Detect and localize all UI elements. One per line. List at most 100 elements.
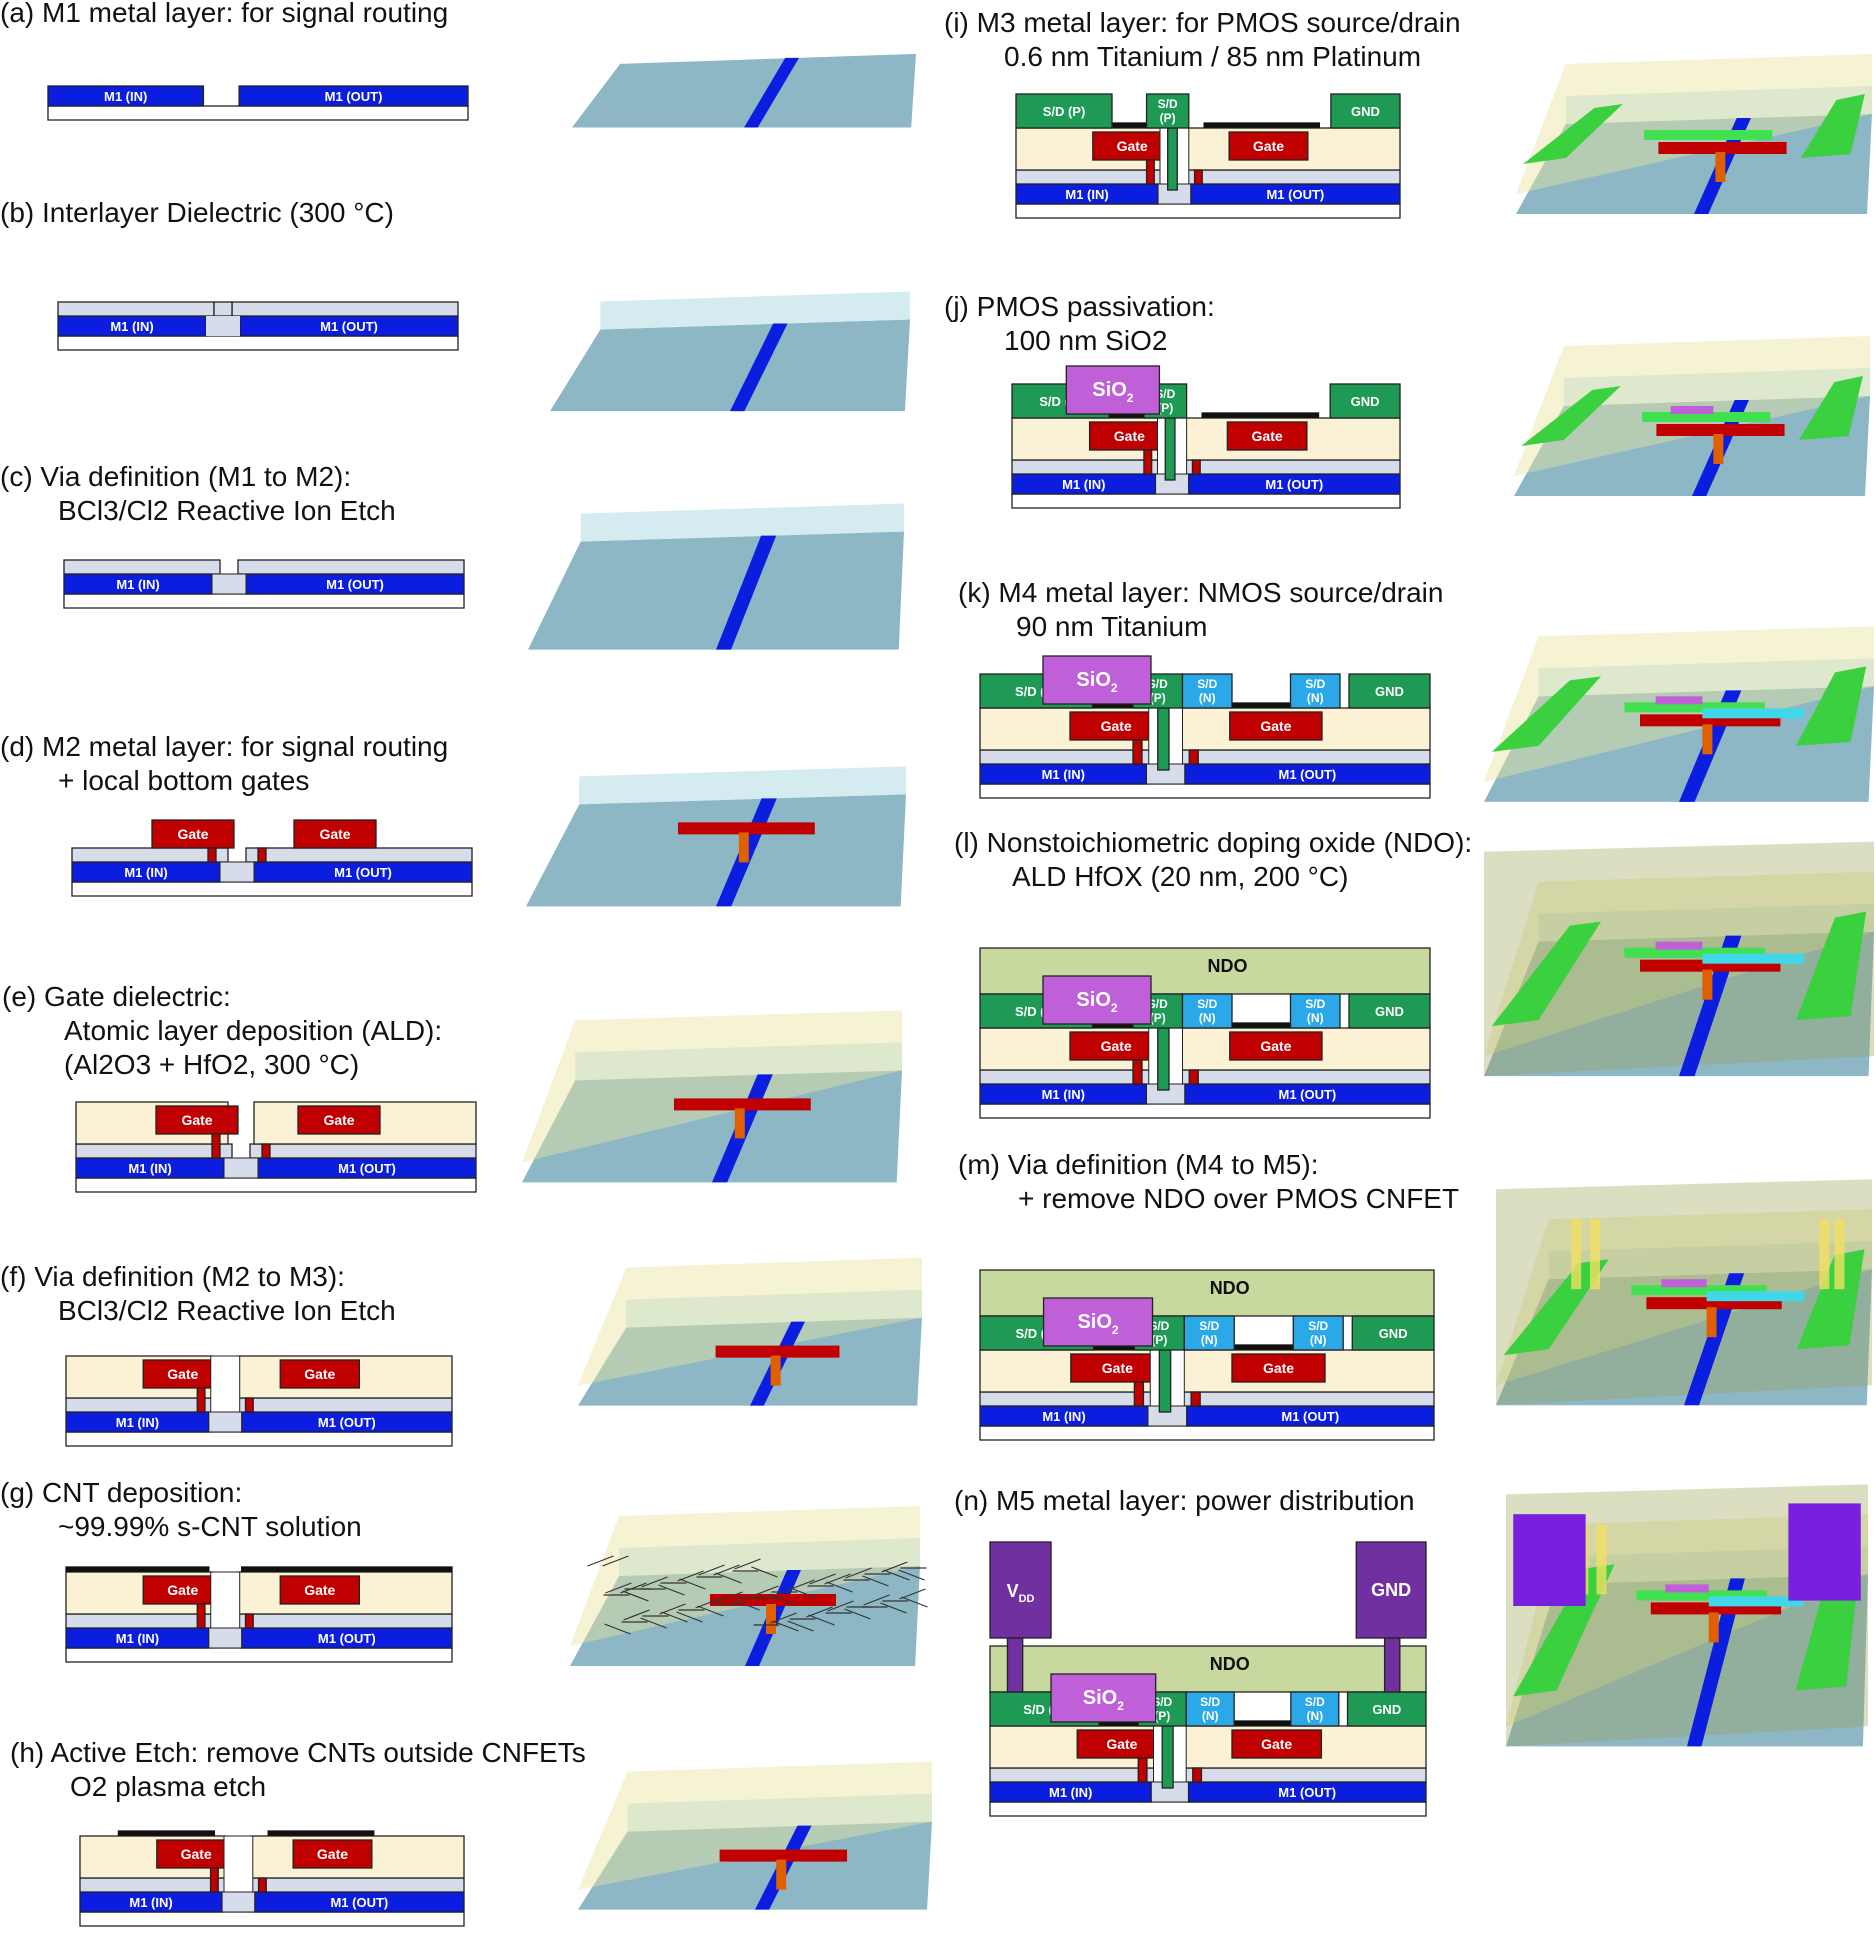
gate-right-label: Gate	[1261, 1736, 1292, 1752]
sd-rail-right	[1798, 376, 1863, 440]
gate-via	[738, 832, 749, 863]
gate-left	[1076, 1729, 1168, 1759]
via-m2-m3-metal	[1161, 1725, 1174, 1789]
ild-right	[1175, 1069, 1431, 1085]
m1-out-line	[238, 85, 469, 107]
sd-p-bar	[1642, 412, 1771, 422]
cnt-tube	[844, 1608, 871, 1620]
gate-left	[1070, 1353, 1165, 1383]
m1-in-label: M1 (IN)	[104, 89, 147, 104]
via-m1-m2-right	[1188, 749, 1199, 765]
vdd-block	[1513, 1514, 1586, 1606]
sd-p-right-label1: S/D	[1152, 1695, 1172, 1709]
cnt-tube	[695, 1597, 722, 1609]
via-m2-m3-opening	[223, 1835, 254, 1893]
cnt-tube	[806, 1606, 833, 1618]
via-m2-m3-metal	[1157, 1027, 1170, 1091]
sd-rail-left	[1523, 104, 1623, 164]
gnd-contact-label: GND	[1375, 1004, 1404, 1019]
cnt-tube	[787, 1620, 814, 1632]
perspective-n	[1506, 1484, 1868, 1747]
cnt-tube	[623, 1609, 650, 1621]
sd-p-bar	[1631, 1285, 1767, 1296]
m1-in-line	[47, 85, 205, 107]
caption-line2: ~99.99% s-CNT solution	[58, 1511, 362, 1542]
caption-step-c: (c) Via definition (M1 to M2):BCl3/Cl2 R…	[0, 460, 396, 528]
via-m1-m2-right	[257, 847, 267, 863]
caption-step-b: (b) Interlayer Dielectric (300 °C)	[0, 196, 394, 230]
sd-n-right-label1: S/D	[1305, 677, 1325, 691]
ild-right	[233, 1613, 453, 1629]
sio2-label: SiO2	[1076, 669, 1117, 695]
sd-p-left-label: S/D (P)	[1043, 104, 1086, 119]
substrate-layer	[1015, 203, 1401, 219]
via-opening	[221, 1891, 256, 1913]
sd-n-bar	[1706, 1291, 1805, 1302]
substrate-slab	[550, 319, 910, 412]
sd-n-left	[1185, 1691, 1235, 1727]
sd-p-right-label2: (P)	[1154, 1709, 1170, 1723]
m1-out-label: M1 (OUT)	[318, 1631, 376, 1646]
caption-line2: 0.6 nm Titanium / 85 nm Platinum	[1004, 41, 1422, 72]
gate-left	[1069, 1031, 1163, 1061]
gate-left	[1069, 711, 1163, 741]
gate-right	[293, 819, 377, 849]
caption-line2: BCl3/Cl2 Reactive Ion Etch	[58, 1295, 396, 1326]
via-m1-m2-right	[1191, 459, 1201, 475]
gate-left-label: Gate	[1101, 1038, 1132, 1054]
m1-in-label: M1 (IN)	[116, 577, 159, 592]
dielectric-slab	[575, 1042, 902, 1081]
caption-line2: Atomic layer deposition (ALD):	[64, 1015, 443, 1046]
m1-in-label: M1 (IN)	[124, 865, 167, 880]
via-m1-m2-left	[1132, 1059, 1143, 1085]
sio2-passivation	[1050, 1673, 1157, 1723]
via-m1-m2-left	[1137, 1757, 1148, 1783]
sd-p-right-label2: (P)	[1150, 691, 1166, 705]
via-m1-m2-left	[196, 1603, 206, 1629]
via-pillar	[1590, 1219, 1600, 1290]
cnt-tube	[602, 1555, 629, 1567]
sd-n-right-label1: S/D	[1308, 1319, 1328, 1333]
cnt-tube	[640, 1617, 667, 1629]
m1-out-label: M1 (OUT)	[1281, 1409, 1339, 1424]
cnt-tube	[824, 1573, 851, 1585]
sd-n-right	[1289, 673, 1341, 709]
via-m1-m2-right	[244, 1613, 254, 1629]
gate-right-label: Gate	[317, 1846, 348, 1862]
via-m1-m2-left	[1133, 1381, 1145, 1407]
gate-right-label: Gate	[1260, 718, 1291, 734]
substrate-slab	[578, 1317, 922, 1406]
gate-bar	[678, 822, 815, 835]
m1-bar	[744, 57, 800, 128]
gate-via	[1715, 152, 1726, 182]
substrate-layer	[979, 783, 1431, 799]
caption-step-j: (j) PMOS passivation:100 nm SiO2	[944, 290, 1215, 358]
gate-right	[279, 1575, 361, 1605]
gate-via	[766, 1604, 776, 1634]
perspective-k	[1484, 626, 1874, 802]
m1-in-label: M1 (IN)	[116, 1631, 159, 1646]
ild-center	[213, 301, 233, 317]
cnt-tube	[676, 1611, 703, 1623]
ild-right	[246, 1877, 465, 1893]
cnt-tube	[715, 1572, 742, 1584]
substrate-layer	[1011, 493, 1401, 509]
cross-section-a: M1 (IN)M1 (OUT)	[47, 85, 469, 121]
caption-line2: BCl3/Cl2 Reactive Ion Etch	[58, 495, 396, 526]
m1-in-label: M1 (IN)	[1062, 477, 1105, 492]
sd-n-left-label1: S/D	[1197, 997, 1217, 1011]
cnt-tube	[808, 1614, 835, 1626]
sd-n-right-label2: (N)	[1310, 1333, 1327, 1347]
substrate-slab	[1516, 114, 1872, 214]
via-m1-m2-right	[257, 1877, 267, 1893]
oxide-slab	[1516, 54, 1872, 194]
caption-line2: ALD HfOX (20 nm, 200 °C)	[1012, 861, 1349, 892]
sio2-passivation	[1042, 1297, 1154, 1347]
via-opening	[223, 1157, 259, 1179]
cnt-active-right	[1201, 412, 1320, 418]
gate-via	[1708, 1612, 1719, 1643]
ild-right	[1179, 1767, 1427, 1783]
